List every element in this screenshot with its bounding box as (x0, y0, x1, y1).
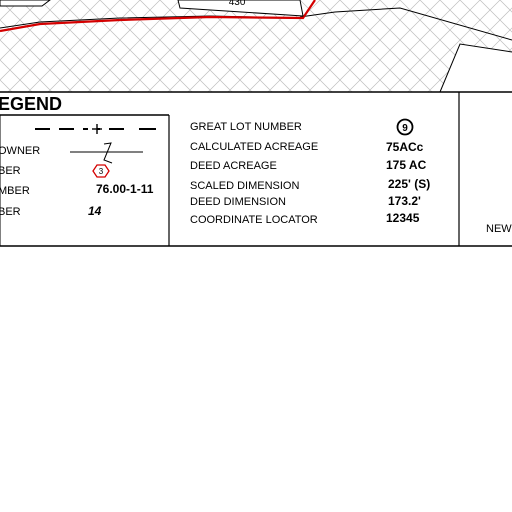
legend-right-label-4: SCALED DIMENSION (190, 180, 299, 192)
legend-right-value-4: 225' (S) (388, 177, 430, 191)
legend-right-label-5: DEED DIMENSION (190, 196, 286, 208)
great-lot-circle-icon (396, 118, 414, 136)
legend-right-label-3: DEED ACREAGE (190, 160, 277, 172)
legend-right-value-2: 75ACc (386, 140, 424, 154)
hatched-area (0, 0, 512, 92)
legend-right-value-5: 173.2' (388, 194, 421, 208)
legend-area (0, 92, 512, 246)
parcel-outline-red (0, 0, 316, 33)
legend-right-label-1: GREAT LOT NUMBER (190, 121, 302, 133)
legend-left-label-2: BER (0, 165, 21, 177)
dimension-label: 430' (229, 0, 248, 8)
legend-left-value-4: 14 (88, 204, 102, 218)
legend-right-value-6: 12345 (386, 211, 420, 225)
legend-left-value-3: 76.00-1-11 (96, 182, 154, 196)
legend-left-label-4: BER (0, 206, 21, 218)
legend-right-value-3: 175 AC (386, 158, 427, 172)
hexagon-marker-icon (92, 164, 110, 178)
parcel-boundary-line-2 (439, 43, 512, 93)
side-panel-text: NEW (486, 223, 512, 235)
legend-right-label-6: COORDINATE LOCATOR (190, 214, 318, 226)
legend-title: EGEND (0, 94, 62, 114)
hexagon-marker-number: 3 (99, 167, 104, 176)
dimension-label-box (177, 0, 304, 17)
parcel-boundary-line (299, 7, 512, 41)
legend-right-value-1: 9 (402, 123, 408, 134)
legend-left-label-1: OWNER (0, 145, 40, 157)
lot-label-box (0, 0, 51, 7)
legend-left-label-3: MBER (0, 185, 30, 197)
hook-symbol (103, 142, 113, 164)
open-area (0, 0, 512, 92)
legend-right-label-2: CALCULATED ACREAGE (190, 141, 318, 153)
